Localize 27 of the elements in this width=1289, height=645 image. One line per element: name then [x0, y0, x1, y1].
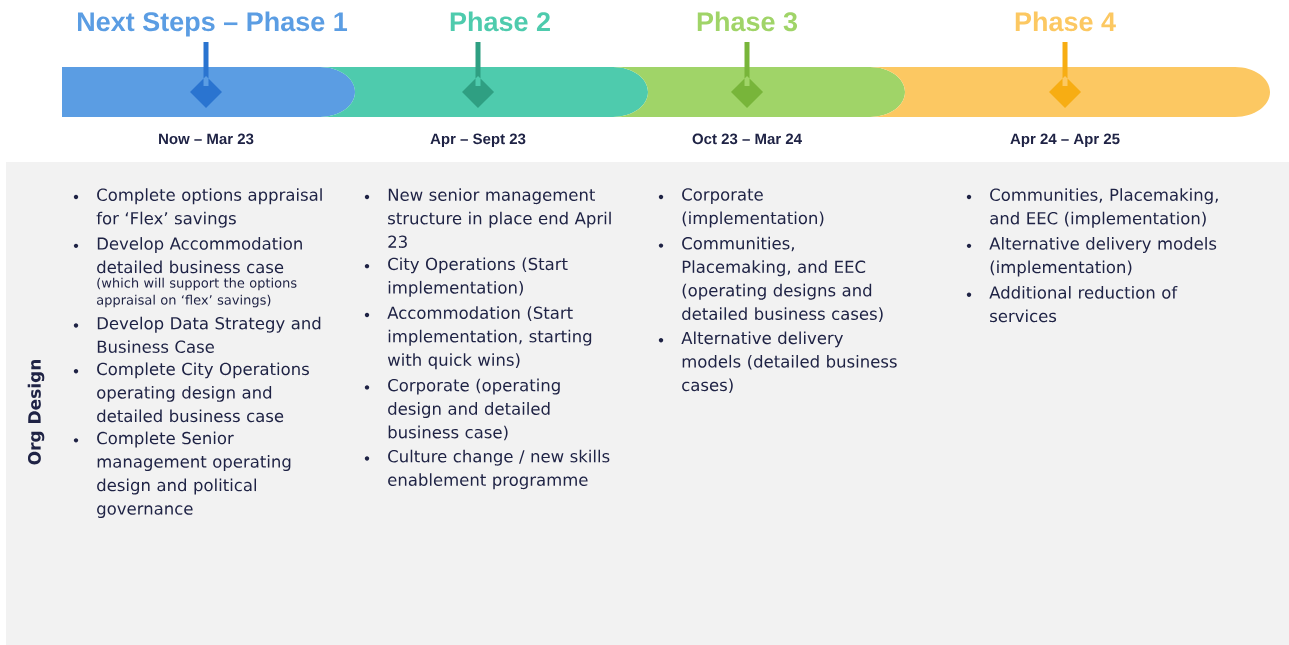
phase-title: Phase 4: [1015, 11, 1116, 32]
bullet-item: Develop Data Strategy and Business Case: [73, 316, 321, 353]
bullet-item: City Operations (Start implementation): [364, 257, 568, 297]
date-label: Now – Mar 23: [159, 133, 254, 145]
date-label: Apr – Sept 23: [430, 133, 526, 148]
phase-title: Phase 2: [450, 11, 550, 32]
note-text: (which will support the options appraisal on ‘flex’ savings): [97, 277, 297, 308]
bullet-item: Culture change / new skills enablement programme: [364, 449, 610, 490]
bullet-item: Complete City Operations operating design and detailed business case: [73, 362, 309, 423]
bullet-item: Complete Senior management operating design and political governance: [73, 431, 291, 519]
bullet-item: Additional reduction of services: [966, 285, 1178, 323]
date-label: Apr 24 – Apr 25: [1010, 133, 1120, 148]
bullet-item: Complete options appraisal for ‘Flex’ savings: [73, 188, 322, 228]
phase-title: Phase 3: [697, 11, 798, 32]
bullet-item: Alternative delivery models (detailed business cases): [658, 331, 897, 394]
bullet-item: Communities, Placemaking, and EEC (implementation): [966, 188, 1218, 228]
bullet-item: Alternative delivery models (implementation): [966, 237, 1217, 277]
date-label: Oct 23 – Mar 24: [692, 133, 802, 145]
bullet-item: Corporate (operating design and detailed business case): [364, 378, 560, 441]
bullet-item: Corporate (implementation): [658, 188, 824, 228]
bullet-item: Accommodation (Start implementation, starting with quick wins): [364, 306, 592, 370]
phase-title: Next Steps – Phase 1: [78, 11, 348, 37]
bullet-item: Develop Accommodation detailed business case: [73, 237, 302, 274]
bullet-item: Communities, Placemaking, and EEC (operating designs and detailed business cases): [658, 236, 883, 322]
bullet-item: New senior management structure in place end April 23: [364, 188, 611, 248]
row-label: Org Design: [27, 359, 45, 465]
phase-band: [62, 67, 355, 117]
